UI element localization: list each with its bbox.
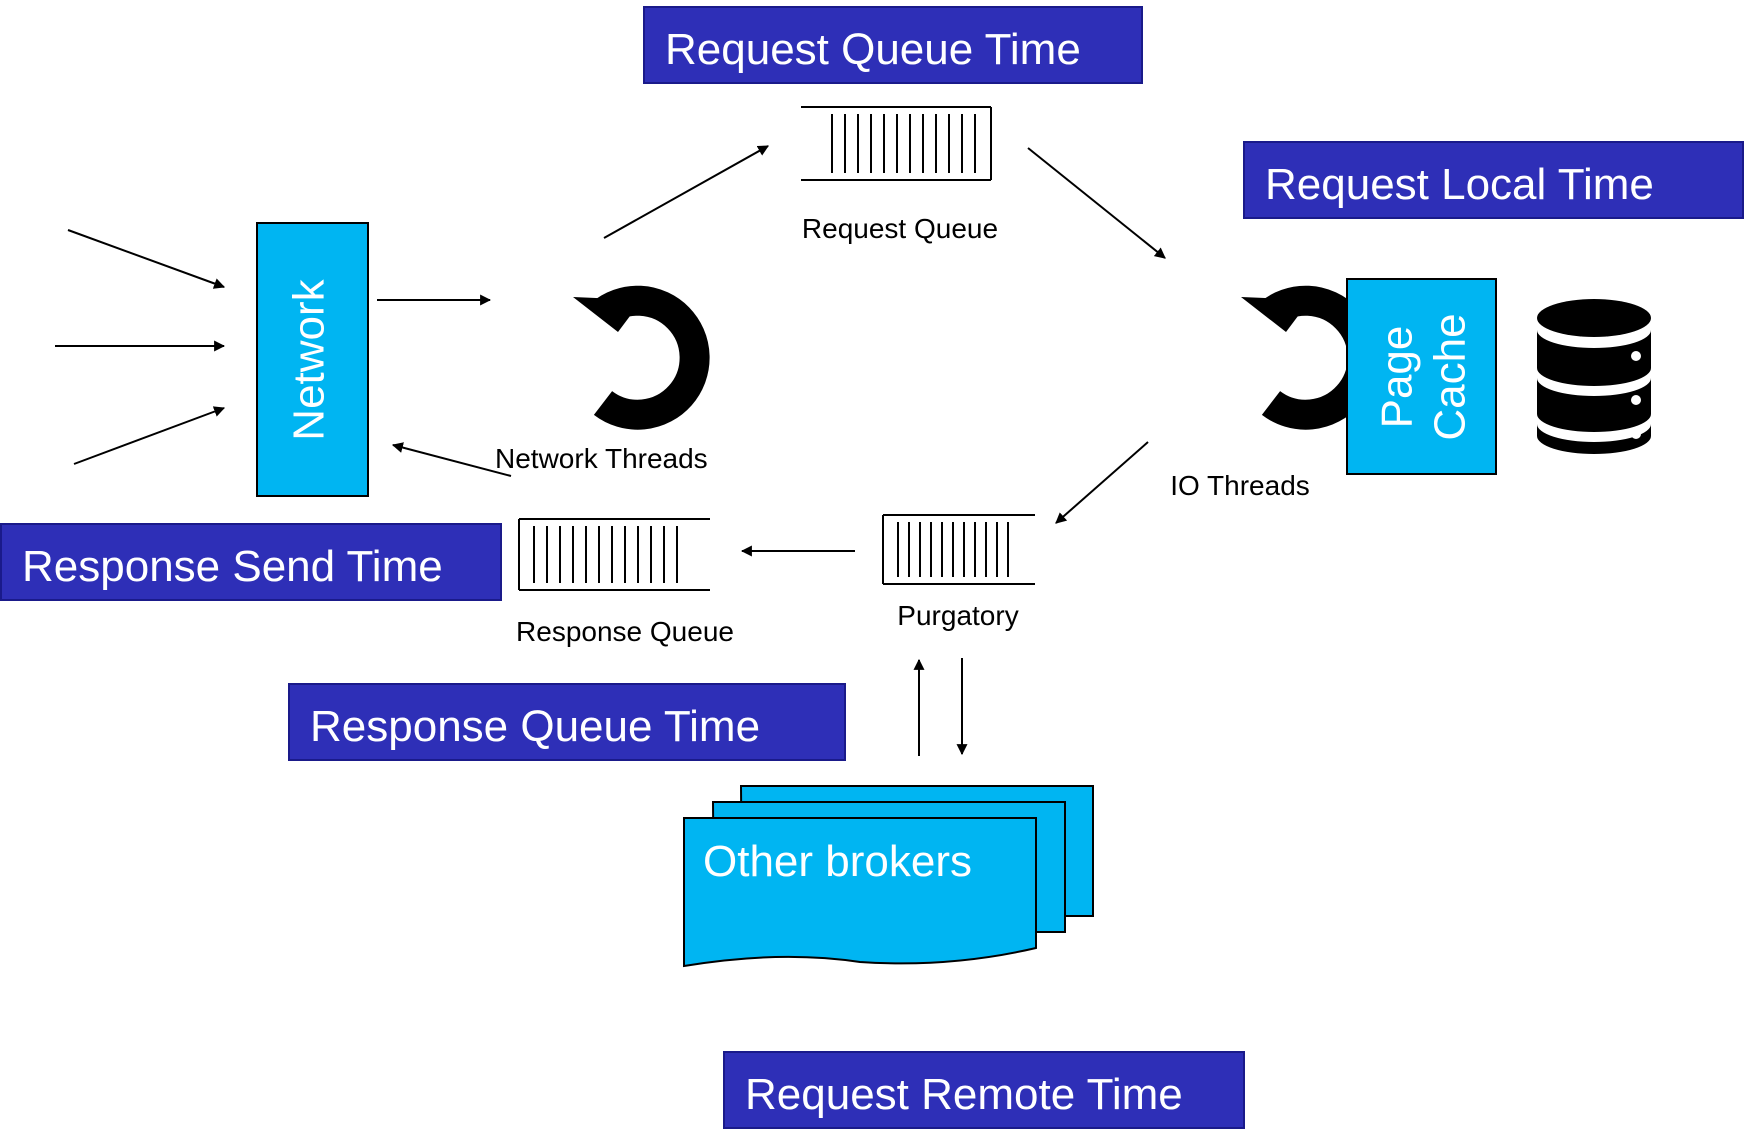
network-box	[256, 222, 369, 497]
page-cache-label-line1: Page	[1373, 326, 1422, 429]
network-threads-cycle-icon	[573, 285, 710, 430]
request-remote-time-label: Request Remote Time	[723, 1051, 1245, 1129]
threads-to-request-queue-arrow	[603, 145, 769, 239]
request-queue-to-io-arrow	[1027, 147, 1166, 259]
other-brokers-label: Other brokers	[703, 837, 972, 886]
page-cache-label-line2: Cache	[1426, 313, 1475, 440]
request-queue-time-label: Request Queue Time	[643, 6, 1143, 84]
network-label: Network	[285, 278, 334, 440]
network-threads-label: Network Threads	[495, 443, 708, 474]
other-brokers-stack	[683, 785, 1094, 968]
response-send-time-label: Response Send Time	[0, 523, 502, 601]
purgatory-label: Purgatory	[897, 600, 1018, 631]
io-to-purgatory-arrow	[1055, 441, 1149, 524]
page-cache-box	[1346, 278, 1497, 475]
response-queue-icon	[518, 518, 710, 591]
request-local-time-label: Request Local Time	[1243, 141, 1744, 219]
threads-to-network-arrow	[391, 442, 512, 477]
request-queue-icon	[801, 106, 992, 181]
incoming-arrow-3	[73, 406, 226, 465]
io-threads-cycle-icon	[1241, 285, 1378, 430]
response-queue-label: Response Queue	[516, 616, 734, 647]
request-queue-label: Request Queue	[802, 213, 998, 244]
incoming-arrow-1	[67, 229, 226, 289]
io-threads-label: IO Threads	[1170, 470, 1310, 501]
response-queue-time-label: Response Queue Time	[288, 683, 846, 761]
purgatory-queue-icon	[882, 514, 1035, 585]
database-icon	[1537, 299, 1651, 454]
